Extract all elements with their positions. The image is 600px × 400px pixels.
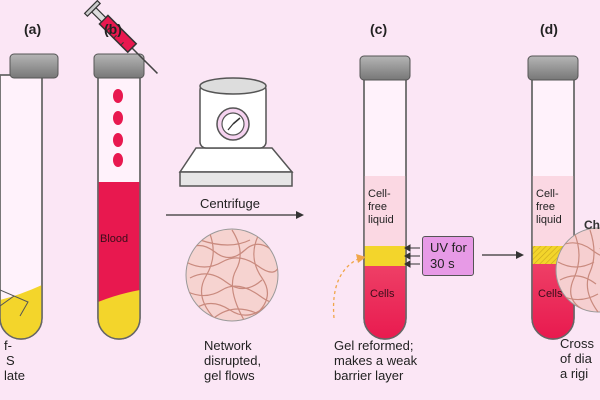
blood-label: Blood — [100, 233, 129, 245]
crosslink-caption: Cross of dia a rigi — [560, 336, 594, 381]
gel-reformed-line: Gel reformed; — [334, 338, 414, 353]
crosslink-line: Cross — [560, 336, 594, 351]
tube-c-liquid-line: liquid — [368, 214, 394, 226]
panel-label-a: (a) — [24, 21, 42, 37]
tube-c-liquid-line: free — [368, 201, 387, 213]
tube-d-liquid-line: free — [536, 201, 555, 213]
blood-drop — [113, 153, 123, 167]
tube-b-cap — [93, 53, 145, 79]
tube-c-liquid — [364, 176, 406, 246]
network-caption-line: disrupted, — [204, 353, 262, 368]
tube-c-liquid-label: Cell- free liquid — [368, 188, 394, 227]
tube-d-liquid — [532, 176, 574, 246]
tube-a-cap — [9, 53, 59, 79]
tube-d-liquid-label: Cell- free liquid — [536, 188, 562, 227]
blood-drop — [113, 111, 123, 125]
uv-box-line: 30 s — [430, 256, 455, 271]
uv-box: UV for 30 s — [422, 236, 474, 276]
crosslinked-circle — [555, 227, 600, 313]
tube-a-caption-line: f- — [4, 338, 12, 353]
crosslink-line: of dia — [560, 351, 592, 366]
tube-c — [359, 55, 411, 340]
gel-reformed-line: makes a weak — [334, 353, 418, 368]
network-circle — [185, 228, 279, 322]
tube-d-cap — [527, 55, 579, 81]
syringe-icon — [83, 0, 158, 74]
tube-a — [0, 53, 59, 340]
network-caption-line: Network — [204, 338, 252, 353]
tube-d-liquid-line: liquid — [536, 214, 562, 226]
uv-to-d-arrow — [482, 251, 524, 259]
blood-drop — [113, 133, 123, 147]
tube-c-cells-label: Cells — [370, 288, 395, 300]
tube-b — [93, 53, 145, 340]
centrifuge-arrow — [166, 211, 304, 219]
tube-a-caption-line: S — [6, 353, 15, 368]
centrifuge-label: Centrifuge — [200, 196, 260, 211]
tube-a-caption-line: late — [4, 368, 25, 383]
gel-reformed-line: barrier layer — [334, 368, 404, 383]
tube-a-caption: f- S late — [4, 338, 25, 383]
tube-c-gel-layer — [364, 246, 406, 266]
uv-arrows — [404, 244, 420, 268]
tube-c-cells — [364, 266, 406, 339]
tube-d-cells-label: Cells — [538, 288, 563, 300]
gel-reformed-caption: Gel reformed; makes a weak barrier layer — [334, 338, 417, 383]
network-caption-line: gel flows — [204, 368, 255, 383]
tube-c-cap — [359, 55, 411, 81]
tube-b-blood — [98, 182, 140, 302]
tube-c-liquid-line: Cell- — [368, 188, 391, 200]
tube-d-liquid-line: Cell- — [536, 188, 559, 200]
panel-label-d: (d) — [540, 21, 558, 37]
uv-box-line: UV for — [430, 240, 467, 255]
crosslink-line: a rigi — [560, 366, 589, 381]
panel-label-b: (b) — [104, 21, 122, 37]
centrifuge-icon — [178, 77, 294, 187]
panel-label-c: (c) — [370, 21, 388, 37]
network-caption: Network disrupted, gel flows — [204, 338, 261, 383]
blood-drop — [113, 89, 123, 103]
tube-b-gel — [98, 290, 140, 339]
tube-d-partial-label: Ch — [584, 218, 600, 232]
gel-reformed-arrow — [332, 254, 366, 319]
